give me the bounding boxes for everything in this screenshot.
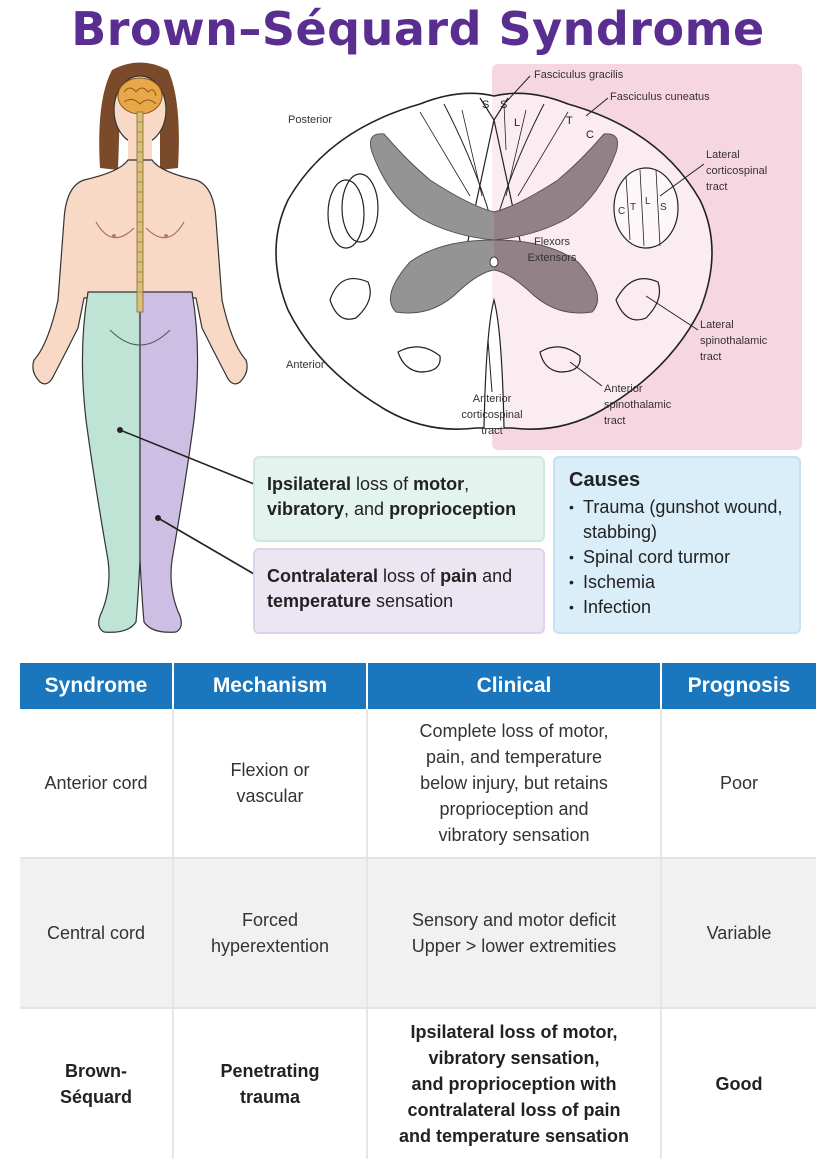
lateral-corticospinal-label-2: corticospinal — [706, 165, 767, 177]
ipsilateral-motor: motor — [413, 474, 465, 494]
posterior-label: Posterior — [288, 114, 332, 126]
anterior-corticospinal-label-2: corticospinal — [461, 409, 522, 421]
ipsilateral-pointer — [119, 429, 255, 485]
header-syndrome: Syndrome — [20, 663, 174, 709]
cell-syndrome: Central cord — [20, 858, 174, 1009]
anterior-spinothalamic-label-3: tract — [604, 415, 625, 427]
cell-syndrome: Brown- Séquard — [20, 1008, 174, 1159]
ipsilateral-leg — [81, 291, 141, 633]
cell-syndrome: Anterior cord — [20, 709, 174, 859]
lateral-spinothalamic-label-1: Lateral — [700, 319, 734, 331]
cell-prognosis: Variable — [661, 858, 816, 1009]
anterior-spinothalamic-label-2: spinothalamic — [604, 399, 672, 411]
lateral-letter-t: T — [630, 202, 636, 213]
cell-clinical: Complete loss of motor, pain, and temper… — [367, 709, 662, 859]
brain-icon — [117, 77, 163, 115]
contralateral-loss-box: Contralateral loss of pain and temperatu… — [253, 548, 545, 634]
lateral-letter-s: S — [660, 202, 667, 213]
contralateral-text-2: and — [477, 566, 513, 586]
ipsilateral-text-3: , and — [344, 499, 390, 519]
body-figure — [32, 62, 255, 633]
syndrome-table: Syndrome Mechanism Clinical Prognosis An… — [20, 663, 816, 1159]
header-mechanism: Mechanism — [173, 663, 368, 709]
cell-mechanism: Forced hyperextention — [173, 858, 368, 1009]
cell-clinical: Sensory and motor deficit Upper > lower … — [367, 858, 662, 1009]
anterior-spinothalamic-label-1: Anterior — [604, 383, 643, 395]
lateral-spinothalamic-label-2: spinothalamic — [700, 335, 768, 347]
contralateral-pointer — [157, 517, 255, 575]
contralateral-text-3: sensation — [371, 591, 454, 611]
lateral-letter-c: C — [618, 206, 625, 217]
cell-mechanism: Penetrating trauma — [173, 1008, 368, 1159]
cell-clinical: Ipsilateral loss of motor, vibratory sen… — [367, 1008, 662, 1159]
anterior-corticospinal-label-1: Anterior — [473, 393, 512, 405]
cause-item: Infection — [569, 595, 785, 620]
causes-box: Causes Trauma (gunshot wound, stabbing) … — [553, 456, 801, 634]
causes-list: Trauma (gunshot wound, stabbing) Spinal … — [569, 495, 785, 620]
fasciculus-gracilis-label: Fasciculus gracilis — [534, 69, 624, 81]
header-clinical: Clinical — [367, 663, 662, 709]
cell-prognosis: Good — [661, 1008, 816, 1159]
contralateral-term: Contralateral — [267, 566, 379, 586]
ipsilateral-vibratory: vibratory — [267, 499, 345, 519]
cause-item: Trauma (gunshot wound, stabbing) — [569, 495, 785, 545]
dorsal-letter-s1: S — [482, 99, 489, 111]
dorsal-letter-t: T — [566, 115, 573, 127]
contralateral-leg — [139, 291, 199, 633]
flexors-label: Flexors — [534, 236, 571, 248]
contralateral-temperature: temperature — [267, 591, 372, 611]
illustration: S S L T C C T L S Flexors Extensors Post… — [32, 62, 802, 633]
lateral-corticospinal-label-1: Lateral — [706, 149, 740, 161]
ipsilateral-text-1: loss of — [351, 474, 414, 494]
dorsal-letter-s2: S — [500, 99, 507, 111]
spinal-cord-cross-section: S S L T C C T L S Flexors Extensors Post… — [275, 64, 802, 450]
table-row: Central cord Forced hyperextention Senso… — [20, 858, 816, 1009]
contralateral-pain: pain — [440, 566, 478, 586]
contralateral-text-1: loss of — [378, 566, 441, 586]
extensors-label: Extensors — [528, 252, 577, 264]
table-row: Brown- Séquard Penetrating trauma Ipsila… — [20, 1008, 816, 1159]
cause-item: Ischemia — [569, 570, 785, 595]
ipsilateral-text-2: , — [464, 474, 470, 494]
lateral-corticospinal-label-3: tract — [706, 181, 727, 193]
lateral-spinothalamic-label-3: tract — [700, 351, 721, 363]
cell-prognosis: Poor — [661, 709, 816, 859]
anterior-label: Anterior — [286, 359, 325, 371]
dorsal-letter-l: L — [514, 117, 520, 129]
page-title: Brown–Séquard Syndrome — [71, 2, 765, 56]
table-header-row: Syndrome Mechanism Clinical Prognosis — [20, 663, 816, 709]
fasciculus-cuneatus-label: Fasciculus cuneatus — [610, 91, 710, 103]
ipsilateral-term: Ipsilateral — [267, 474, 352, 494]
dorsal-letter-c: C — [586, 129, 594, 141]
causes-title: Causes — [569, 469, 641, 491]
table-row: Anterior cord Flexion or vascular Comple… — [20, 709, 816, 859]
spinal-cord-line — [136, 111, 144, 313]
ipsilateral-loss-box: Ipsilateral loss of motor, vibratory, an… — [253, 456, 545, 542]
anterior-corticospinal-label-3: tract — [481, 425, 502, 437]
lateral-letter-l: L — [645, 196, 651, 207]
cause-item: Spinal cord turmor — [569, 545, 785, 570]
header-prognosis: Prognosis — [661, 663, 816, 709]
cell-mechanism: Flexion or vascular — [173, 709, 368, 859]
ipsilateral-proprioception: proprioception — [389, 499, 517, 519]
